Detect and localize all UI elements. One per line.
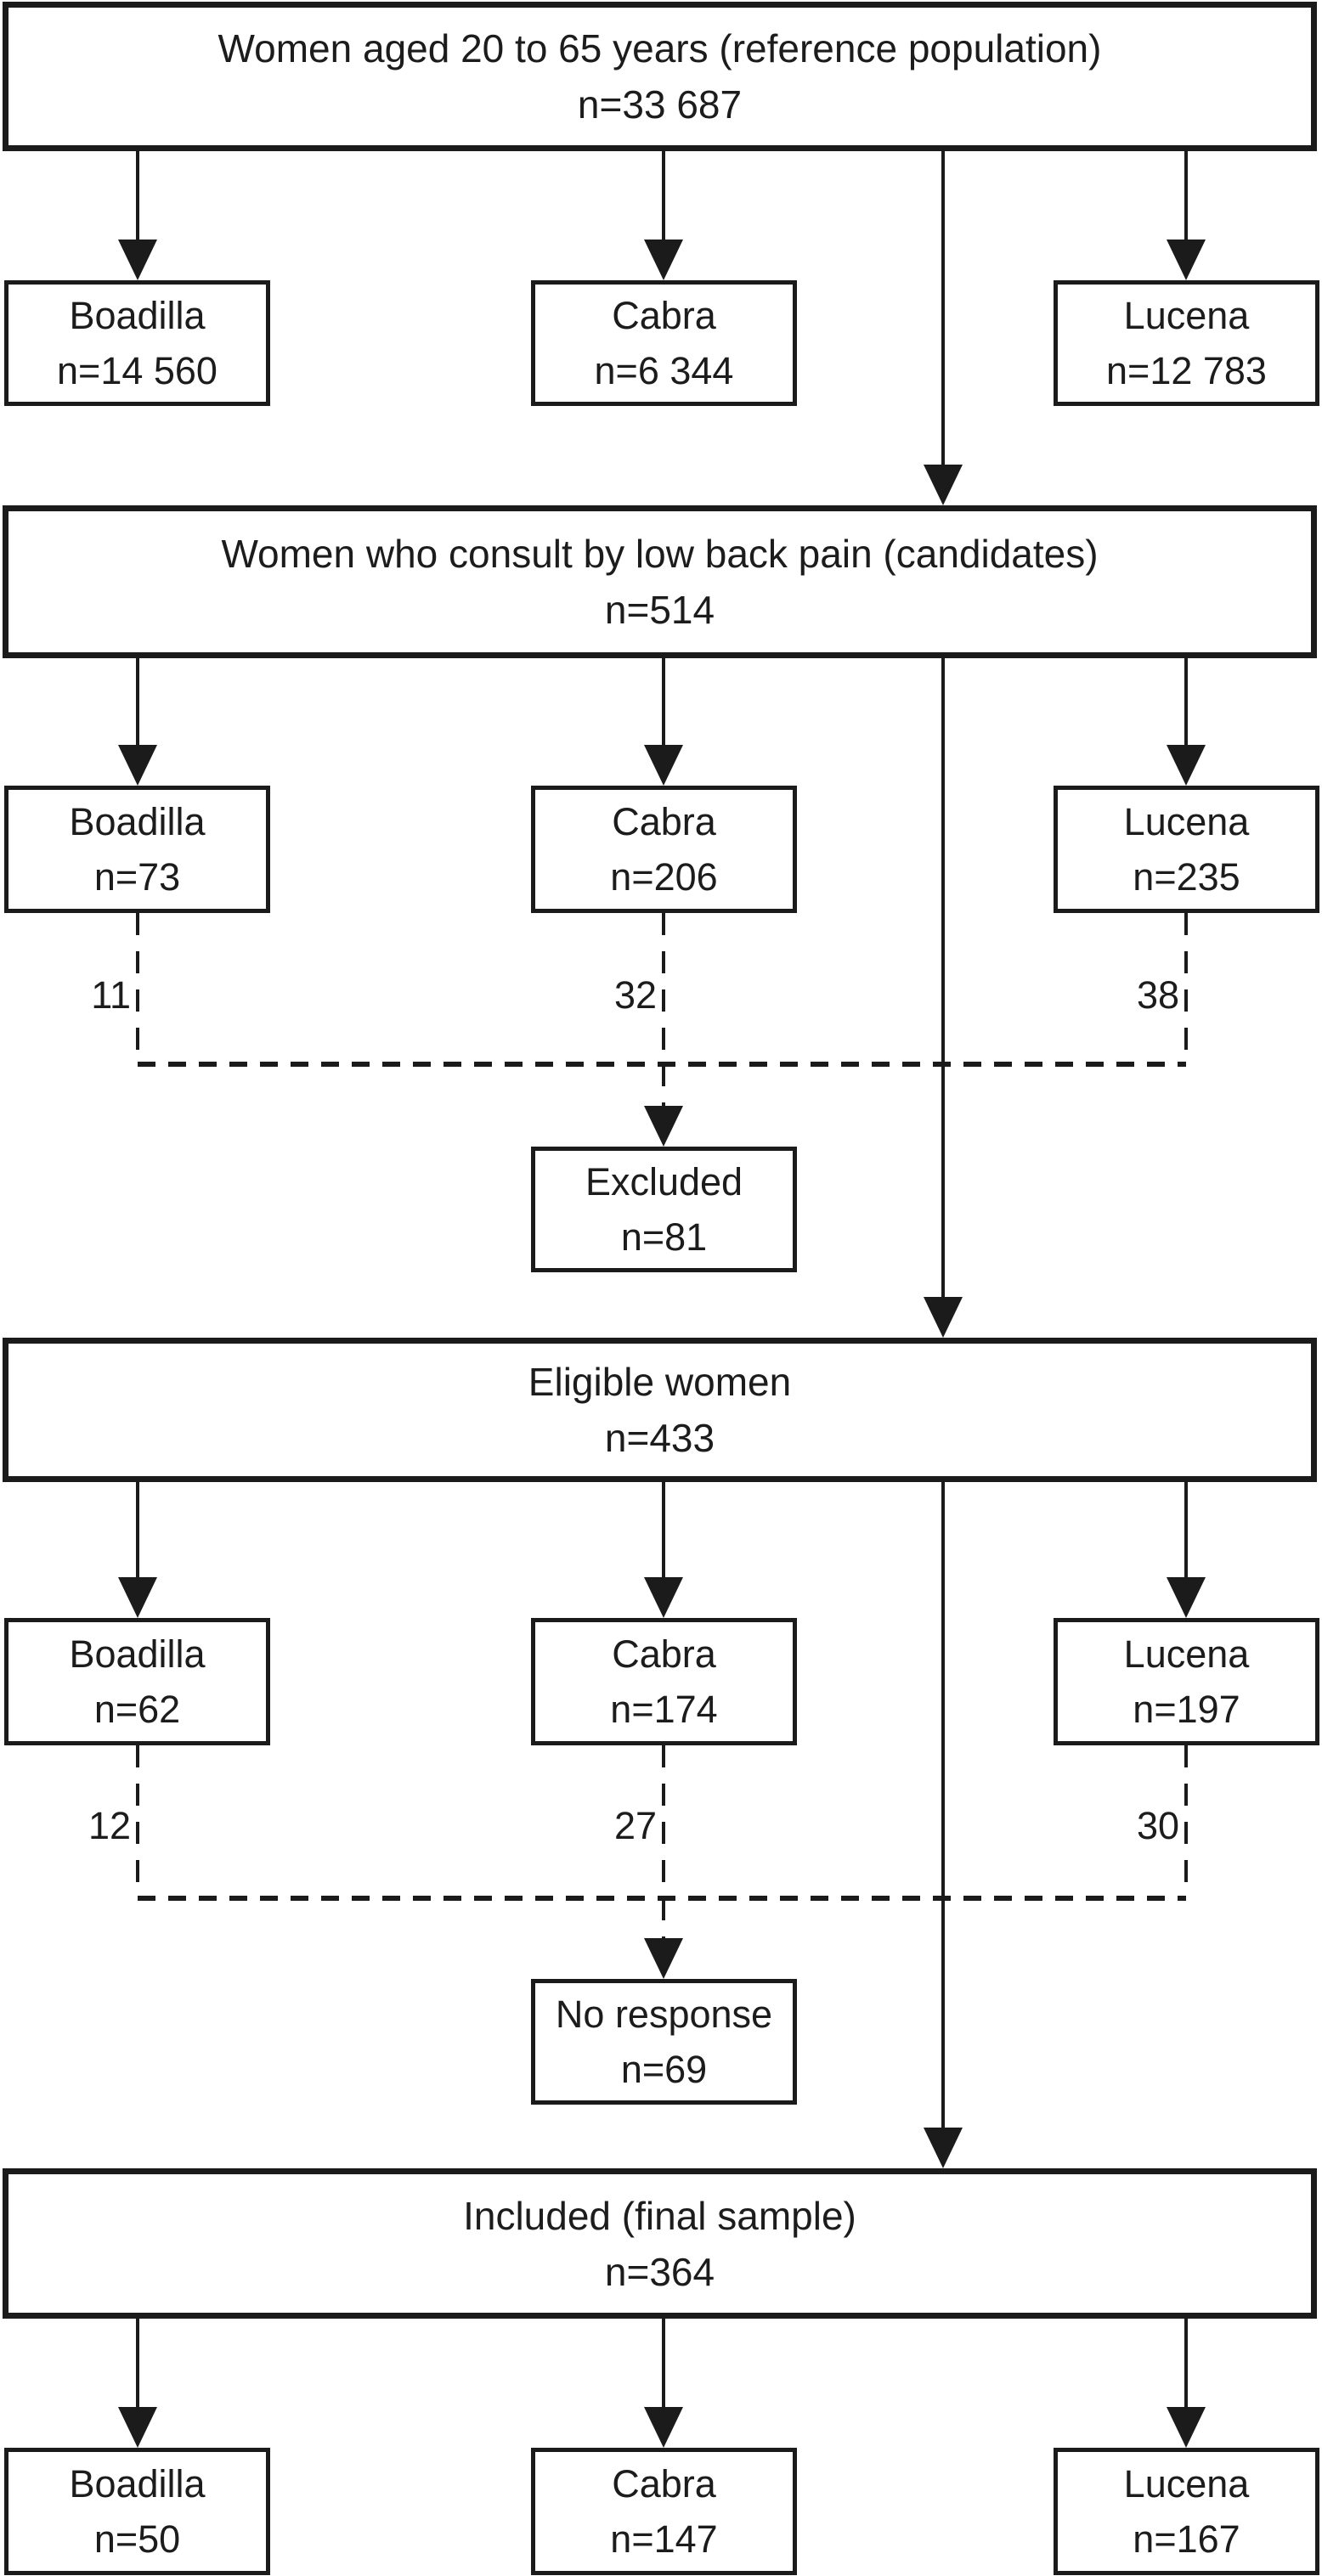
node-reference-population: Women aged 20 to 65 years (reference pop…: [3, 2, 1317, 151]
node-candidates: Women who consult by low back pain (cand…: [3, 505, 1317, 658]
node-boadilla-included: Boadilla n=50: [4, 2448, 270, 2575]
node-no-response: No response n=69: [531, 1979, 797, 2105]
node-count: n=364: [604, 2249, 715, 2294]
node-boadilla-reference: Boadilla n=14 560: [4, 280, 270, 406]
dashed-collector-lines: [138, 1062, 1186, 1901]
node-label: Lucena: [1123, 1632, 1250, 1676]
node-count: n=197: [1133, 1688, 1240, 1731]
node-boadilla-eligible: Boadilla n=62: [4, 1618, 270, 1745]
node-label: Excluded: [585, 1160, 743, 1203]
node-count: n=69: [620, 2048, 708, 2091]
node-label: Boadilla: [69, 800, 206, 843]
node-count: n=62: [93, 1688, 181, 1731]
solid-connectors: [136, 151, 1188, 2419]
excluded-count-boadilla: 11: [91, 973, 131, 1017]
node-label: Included (final sample): [463, 2193, 856, 2238]
node-label: Women who consult by low back pain (cand…: [221, 532, 1099, 576]
node-label: Cabra: [612, 294, 716, 337]
excluded-count-cabra: 32: [613, 973, 657, 1017]
node-count: n=14 560: [57, 349, 218, 392]
node-excluded: Excluded n=81: [531, 1147, 797, 1272]
arrowhead-icons: [118, 240, 1206, 2448]
node-count: n=235: [1133, 855, 1240, 899]
node-label: Cabra: [612, 800, 716, 843]
node-lucena-reference: Lucena n=12 783: [1054, 280, 1319, 406]
no-response-count-boadilla: 12: [88, 1804, 131, 1847]
dashed-connectors: [136, 913, 1188, 1947]
node-boadilla-candidates: Boadilla n=73: [4, 786, 270, 913]
node-count: n=33 687: [577, 82, 743, 127]
node-count: n=81: [620, 1215, 708, 1259]
node-count: n=174: [610, 1688, 718, 1731]
node-cabra-eligible: Cabra n=174: [531, 1618, 797, 1745]
node-lucena-included: Lucena n=167: [1054, 2448, 1319, 2575]
node-included-final-sample: Included (final sample) n=364: [3, 2168, 1317, 2319]
node-eligible-women: Eligible women n=433: [3, 1338, 1317, 1482]
node-cabra-candidates: Cabra n=206: [531, 786, 797, 913]
node-label: Boadilla: [69, 1632, 206, 1676]
node-lucena-eligible: Lucena n=197: [1054, 1618, 1319, 1745]
node-label: Cabra: [612, 2462, 716, 2506]
node-count: n=50: [93, 2517, 181, 2561]
node-label: Women aged 20 to 65 years (reference pop…: [218, 26, 1102, 70]
node-label: Lucena: [1123, 294, 1250, 337]
node-label: Lucena: [1123, 2462, 1250, 2506]
node-label: Cabra: [612, 1632, 716, 1676]
node-count: n=73: [93, 855, 181, 899]
no-response-count-lucena: 30: [1136, 1804, 1179, 1847]
no-response-count-cabra: 27: [613, 1804, 657, 1847]
node-label: Eligible women: [528, 1360, 792, 1404]
node-count: n=514: [604, 588, 715, 632]
node-count: n=167: [1133, 2517, 1240, 2561]
node-count: n=206: [610, 855, 718, 899]
node-label: No response: [555, 1993, 773, 2036]
node-count: n=433: [604, 1416, 715, 1460]
node-cabra-included: Cabra n=147: [531, 2448, 797, 2575]
node-label: Boadilla: [69, 2462, 206, 2506]
excluded-count-lucena: 38: [1136, 973, 1179, 1017]
node-cabra-reference: Cabra n=6 344: [531, 280, 797, 406]
node-lucena-candidates: Lucena n=235: [1054, 786, 1319, 913]
node-count: n=147: [610, 2517, 718, 2561]
node-count: n=12 783: [1106, 349, 1267, 392]
node-label: Boadilla: [69, 294, 206, 337]
node-count: n=6 344: [594, 349, 734, 392]
node-label: Lucena: [1123, 800, 1250, 843]
